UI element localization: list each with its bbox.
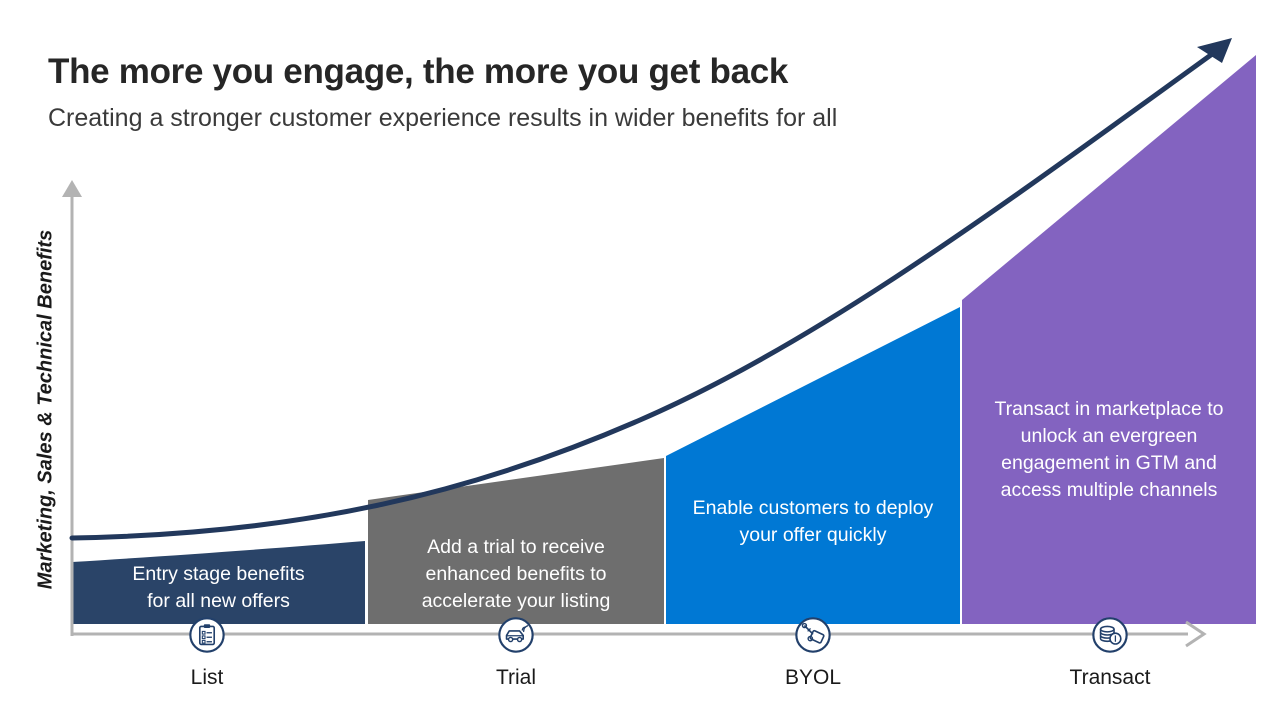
page-title: The more you engage, the more you get ba… [48, 52, 789, 91]
y-axis-title: Marketing, Sales & Technical Benefits [34, 229, 57, 590]
growth-curve-arrowhead [1197, 38, 1232, 63]
y-axis-arrowhead [62, 180, 82, 197]
category-byol: BYOL [733, 617, 893, 690]
category-list: List [127, 617, 287, 690]
bar-trial [368, 458, 664, 624]
x-axis-arrowhead [1185, 620, 1207, 648]
category-transact: Transact [1030, 617, 1190, 690]
bar-text-list: Entry stage benefits for all new offers [132, 563, 305, 612]
page-subtitle: Creating a stronger customer experience … [48, 104, 838, 132]
category-trial: Trial [436, 617, 596, 690]
category-label-trial: Trial [495, 666, 537, 689]
coins-stack-icon [1092, 617, 1128, 653]
car-wifi-icon [498, 617, 534, 653]
growth-curve [69, 49, 1218, 541]
bar-text-transact: Transact in marketplace to unlock an eve… [994, 398, 1224, 501]
bar-transact [962, 55, 1256, 624]
bar-byol [666, 307, 960, 624]
key-tag-icon [795, 617, 831, 653]
category-label-byol: BYOL [784, 666, 842, 689]
bar-text-trial: Add a trial to receive enhanced benefits… [421, 536, 611, 612]
category-label-transact: Transact [1069, 666, 1151, 689]
bar-text-byol: Enable customers to deploy your offer qu… [692, 497, 934, 546]
bar-list [72, 541, 365, 624]
category-label-list: List [190, 666, 224, 689]
clipboard-checklist-icon [189, 617, 225, 653]
